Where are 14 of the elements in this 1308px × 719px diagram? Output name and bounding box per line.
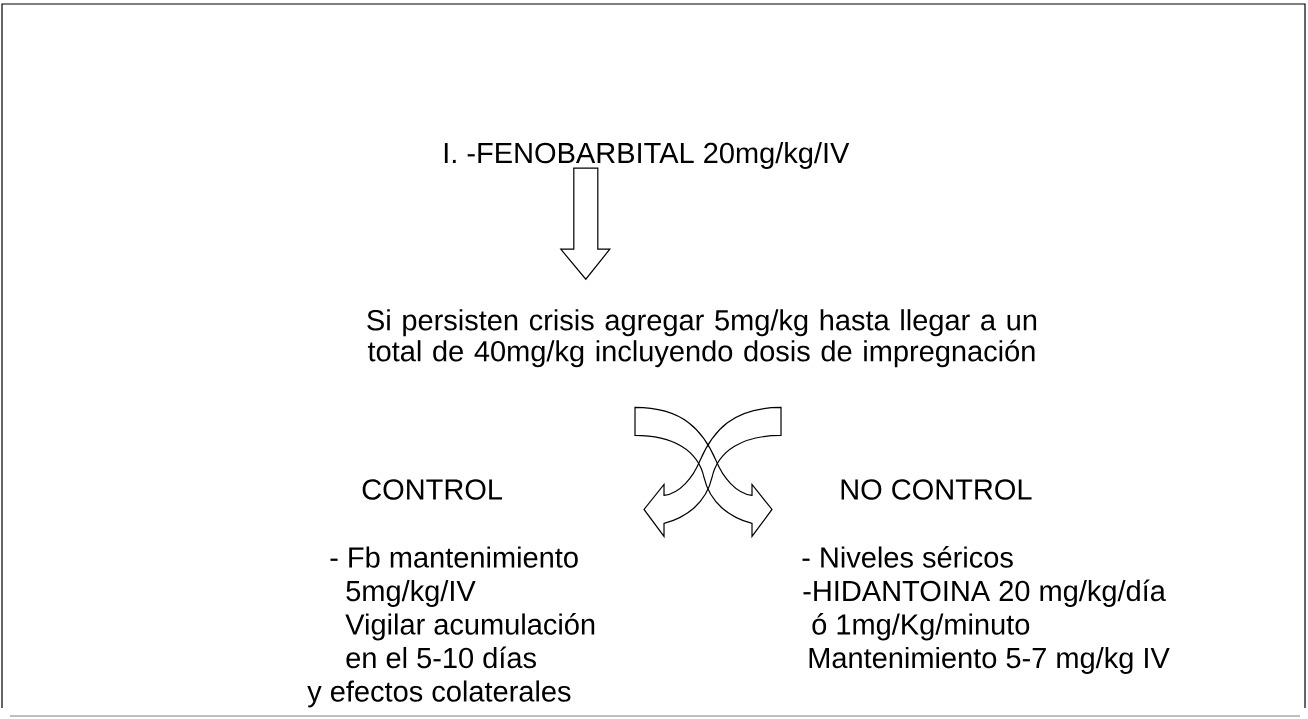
text-line: 5mg/kg/IV bbox=[346, 579, 476, 607]
dose-text: Si persisten crisis agregar 5mg/kg hasta llegar a un total de 40mg/kg incluyendo dosis de impregnación bbox=[367, 309, 1037, 368]
text-line: Vigilar acumulación bbox=[345, 613, 595, 641]
text-line: - Fb mantenimiento bbox=[330, 546, 578, 568]
text-line: -HIDANTOINA 20 mg/kg/día bbox=[803, 579, 1166, 607]
heading: CONTROL bbox=[362, 479, 503, 500]
dose-text: I. -FENOBARBITAL 20mg/kg/IV bbox=[444, 142, 850, 169]
block-arrow bbox=[559, 167, 612, 281]
text-line: ó 1mg/Kg/minuto bbox=[812, 613, 1030, 641]
text-line: - Niveles séricos bbox=[802, 546, 1013, 568]
text-line: y efectos colaterales bbox=[307, 680, 571, 708]
text-line: en el 5-10 días bbox=[346, 646, 536, 669]
heading: NO CONTROL bbox=[841, 479, 1032, 500]
text-line: Mantenimiento 5-7 mg/kg IV bbox=[809, 646, 1170, 674]
